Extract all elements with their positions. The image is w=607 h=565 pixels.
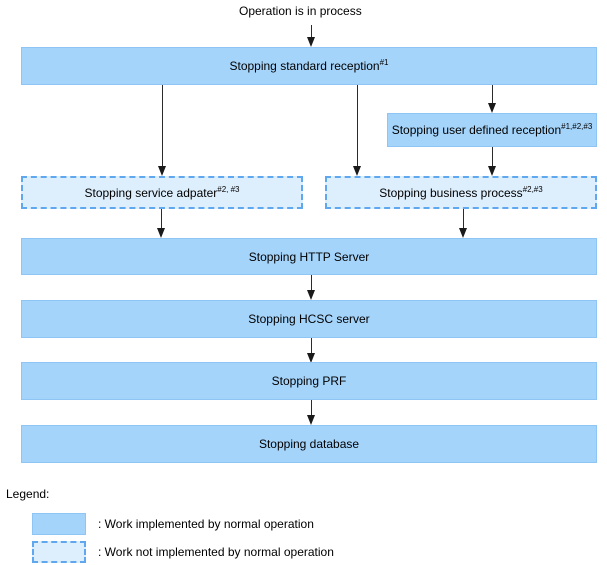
- arrow-shaft: [161, 209, 162, 229]
- legend-swatch-dashed: [32, 541, 86, 563]
- arrow-head: [488, 103, 496, 113]
- arrow-head: [307, 353, 315, 363]
- node-footnote: #1: [379, 58, 389, 67]
- arrow-shaft: [162, 85, 163, 167]
- arrow-shaft: [311, 275, 312, 291]
- node-stopping-http-server: Stopping HTTP Server: [21, 238, 597, 275]
- node-stopping-user-defined-reception: Stopping user defined reception#1,#2,#3: [387, 113, 597, 147]
- entry-caption: Operation is in process: [239, 4, 362, 18]
- node-label: Stopping HCSC server: [248, 312, 370, 326]
- legend-swatch-solid: [32, 513, 86, 535]
- node-label: Stopping database: [258, 437, 360, 451]
- legend-item-label: : Work implemented by normal operation: [98, 517, 314, 531]
- arrow-head: [307, 37, 315, 47]
- arrow-head: [158, 166, 166, 176]
- legend-item-implemented: : Work implemented by normal operation: [32, 512, 314, 536]
- legend-title: Legend:: [6, 487, 50, 501]
- arrow-head: [307, 290, 315, 300]
- arrow-shaft: [311, 338, 312, 354]
- arrow-head: [488, 166, 496, 176]
- arrow-shaft: [357, 85, 358, 167]
- arrow-shaft: [492, 147, 493, 167]
- arrow-head: [307, 415, 315, 425]
- arrow-head: [353, 166, 361, 176]
- legend-item-not-implemented: : Work not implemented by normal operati…: [32, 540, 334, 564]
- arrow-shaft: [492, 85, 493, 104]
- node-stopping-business-process: Stopping business process#2,#3: [325, 176, 597, 209]
- node-label: Stopping service adpater#2, #3: [84, 184, 240, 200]
- node-label: Stopping HTTP Server: [248, 249, 370, 264]
- node-label: Stopping business process#2,#3: [379, 184, 543, 200]
- node-footnote: #2,#3: [522, 184, 543, 194]
- arrow-head: [157, 228, 165, 238]
- arrow-shaft: [463, 209, 464, 229]
- arrow-shaft: [311, 25, 312, 38]
- node-stopping-prf: Stopping PRF: [21, 362, 597, 400]
- node-stopping-standard-reception: Stopping standard reception#1: [21, 47, 597, 85]
- node-label: Stopping standard reception#1: [229, 58, 389, 74]
- node-stopping-database: Stopping database: [21, 425, 597, 463]
- node-footnote: #1,#2,#3: [561, 122, 593, 131]
- node-label: Stopping user defined reception#1,#2,#3: [391, 122, 593, 138]
- legend-item-label: : Work not implemented by normal operati…: [98, 545, 334, 559]
- node-footnote: #2, #3: [217, 184, 240, 194]
- node-stopping-service-adpater: Stopping service adpater#2, #3: [21, 176, 303, 209]
- arrow-head: [459, 228, 467, 238]
- node-stopping-hcsc-server: Stopping HCSC server: [21, 300, 597, 338]
- arrow-shaft: [311, 400, 312, 416]
- node-label: Stopping PRF: [271, 374, 347, 388]
